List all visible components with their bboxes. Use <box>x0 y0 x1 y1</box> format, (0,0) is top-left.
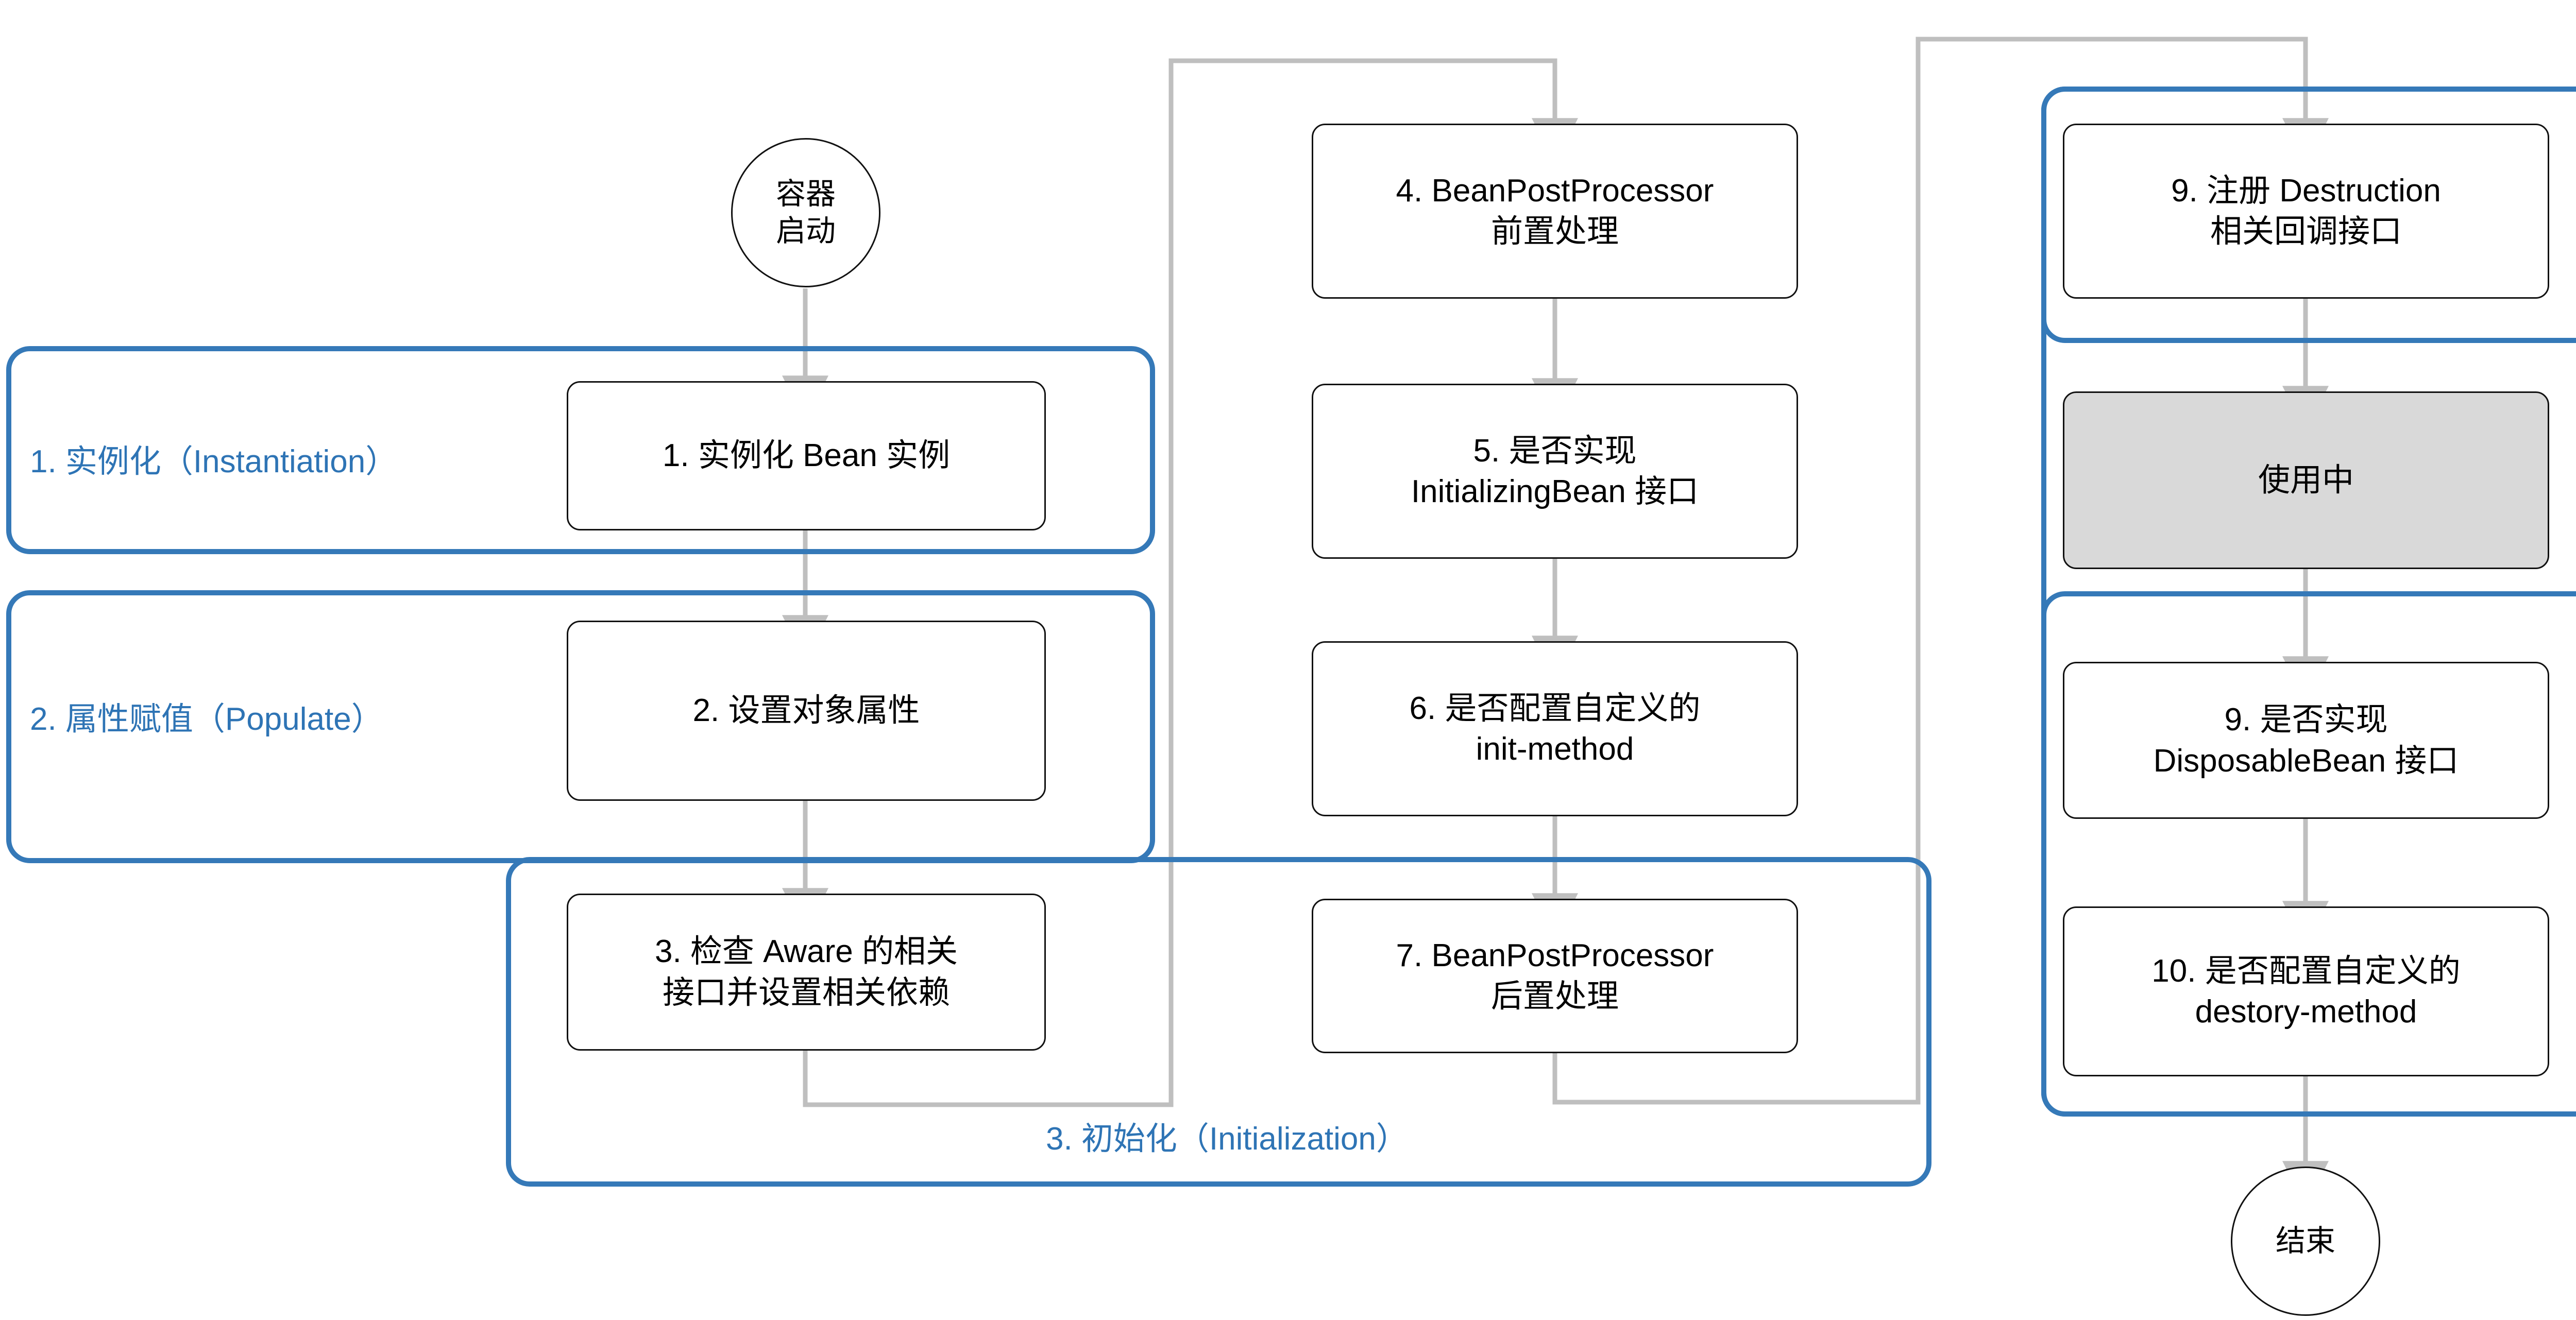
phase-destruction-register-frame <box>2041 87 2576 343</box>
node-set-properties[interactable]: 2. 设置对象属性 <box>567 621 1046 801</box>
phase-instantiation <box>6 346 1155 554</box>
node-line1: 使用中 <box>2258 462 2354 498</box>
terminator-start-line1: 容器 <box>775 177 836 211</box>
node-line1: 1. 实例化 Bean 实例 <box>662 438 951 474</box>
terminator-start-line2: 启动 <box>775 214 836 248</box>
node-line1: 7. BeanPostProcessor <box>1396 937 1714 973</box>
node-line1: 6. 是否配置自定义的 <box>1409 690 1701 726</box>
node-init-method[interactable]: 6. 是否配置自定义的 init-method <box>1312 641 1798 816</box>
phase-destruction-dispose-frame <box>2041 591 2576 1117</box>
node-bpp-before[interactable]: 4. BeanPostProcessor 前置处理 <box>1312 124 1798 299</box>
node-line2: destory-method <box>2195 994 2417 1030</box>
node-line1: 4. BeanPostProcessor <box>1396 173 1714 209</box>
terminator-end-label: 结束 <box>2275 1224 2335 1258</box>
terminator-start: 容器 启动 <box>731 138 880 287</box>
node-register-destruction-callbacks[interactable]: 9. 注册 Destruction 相关回调接口 <box>2063 124 2549 299</box>
node-instantiate-bean[interactable]: 1. 实例化 Bean 实例 <box>567 381 1046 530</box>
node-line2: init-method <box>1476 731 1634 767</box>
node-line1: 2. 设置对象属性 <box>692 693 920 729</box>
terminator-end: 结束 <box>2231 1167 2380 1316</box>
node-bpp-after[interactable]: 7. BeanPostProcessor 后置处理 <box>1312 899 1798 1053</box>
phase-initialization <box>506 857 1931 1187</box>
node-line1: 3. 检查 Aware 的相关 <box>654 934 958 970</box>
node-line2: DisposableBean 接口 <box>2153 743 2459 779</box>
node-line2: 接口并设置相关依赖 <box>662 974 950 1010</box>
phase-label-initialization: 3. 初始化（Initialization） <box>1046 1121 1408 1157</box>
node-in-use[interactable]: 使用中 <box>2063 391 2549 569</box>
node-line1: 9. 是否实现 <box>2224 702 2388 738</box>
node-line2: InitializingBean 接口 <box>1411 474 1699 509</box>
phase-label-populate: 2. 属性赋值（Populate） <box>30 701 383 737</box>
node-destroy-method[interactable]: 10. 是否配置自定义的 destory-method <box>2063 906 2549 1076</box>
node-initializingbean[interactable]: 5. 是否实现 InitializingBean 接口 <box>1312 384 1798 559</box>
node-line2: 相关回调接口 <box>2210 214 2402 249</box>
node-disposablebean[interactable]: 9. 是否实现 DisposableBean 接口 <box>2063 662 2549 819</box>
node-check-aware[interactable]: 3. 检查 Aware 的相关 接口并设置相关依赖 <box>567 894 1046 1051</box>
node-line2: 前置处理 <box>1490 214 1619 249</box>
node-line1: 9. 注册 Destruction <box>2171 173 2441 209</box>
node-line1: 5. 是否实现 <box>1473 433 1637 469</box>
node-line1: 10. 是否配置自定义的 <box>2151 953 2461 989</box>
phase-label-instantiation: 1. 实例化（Instantiation） <box>30 444 398 479</box>
node-line2: 后置处理 <box>1490 979 1619 1014</box>
